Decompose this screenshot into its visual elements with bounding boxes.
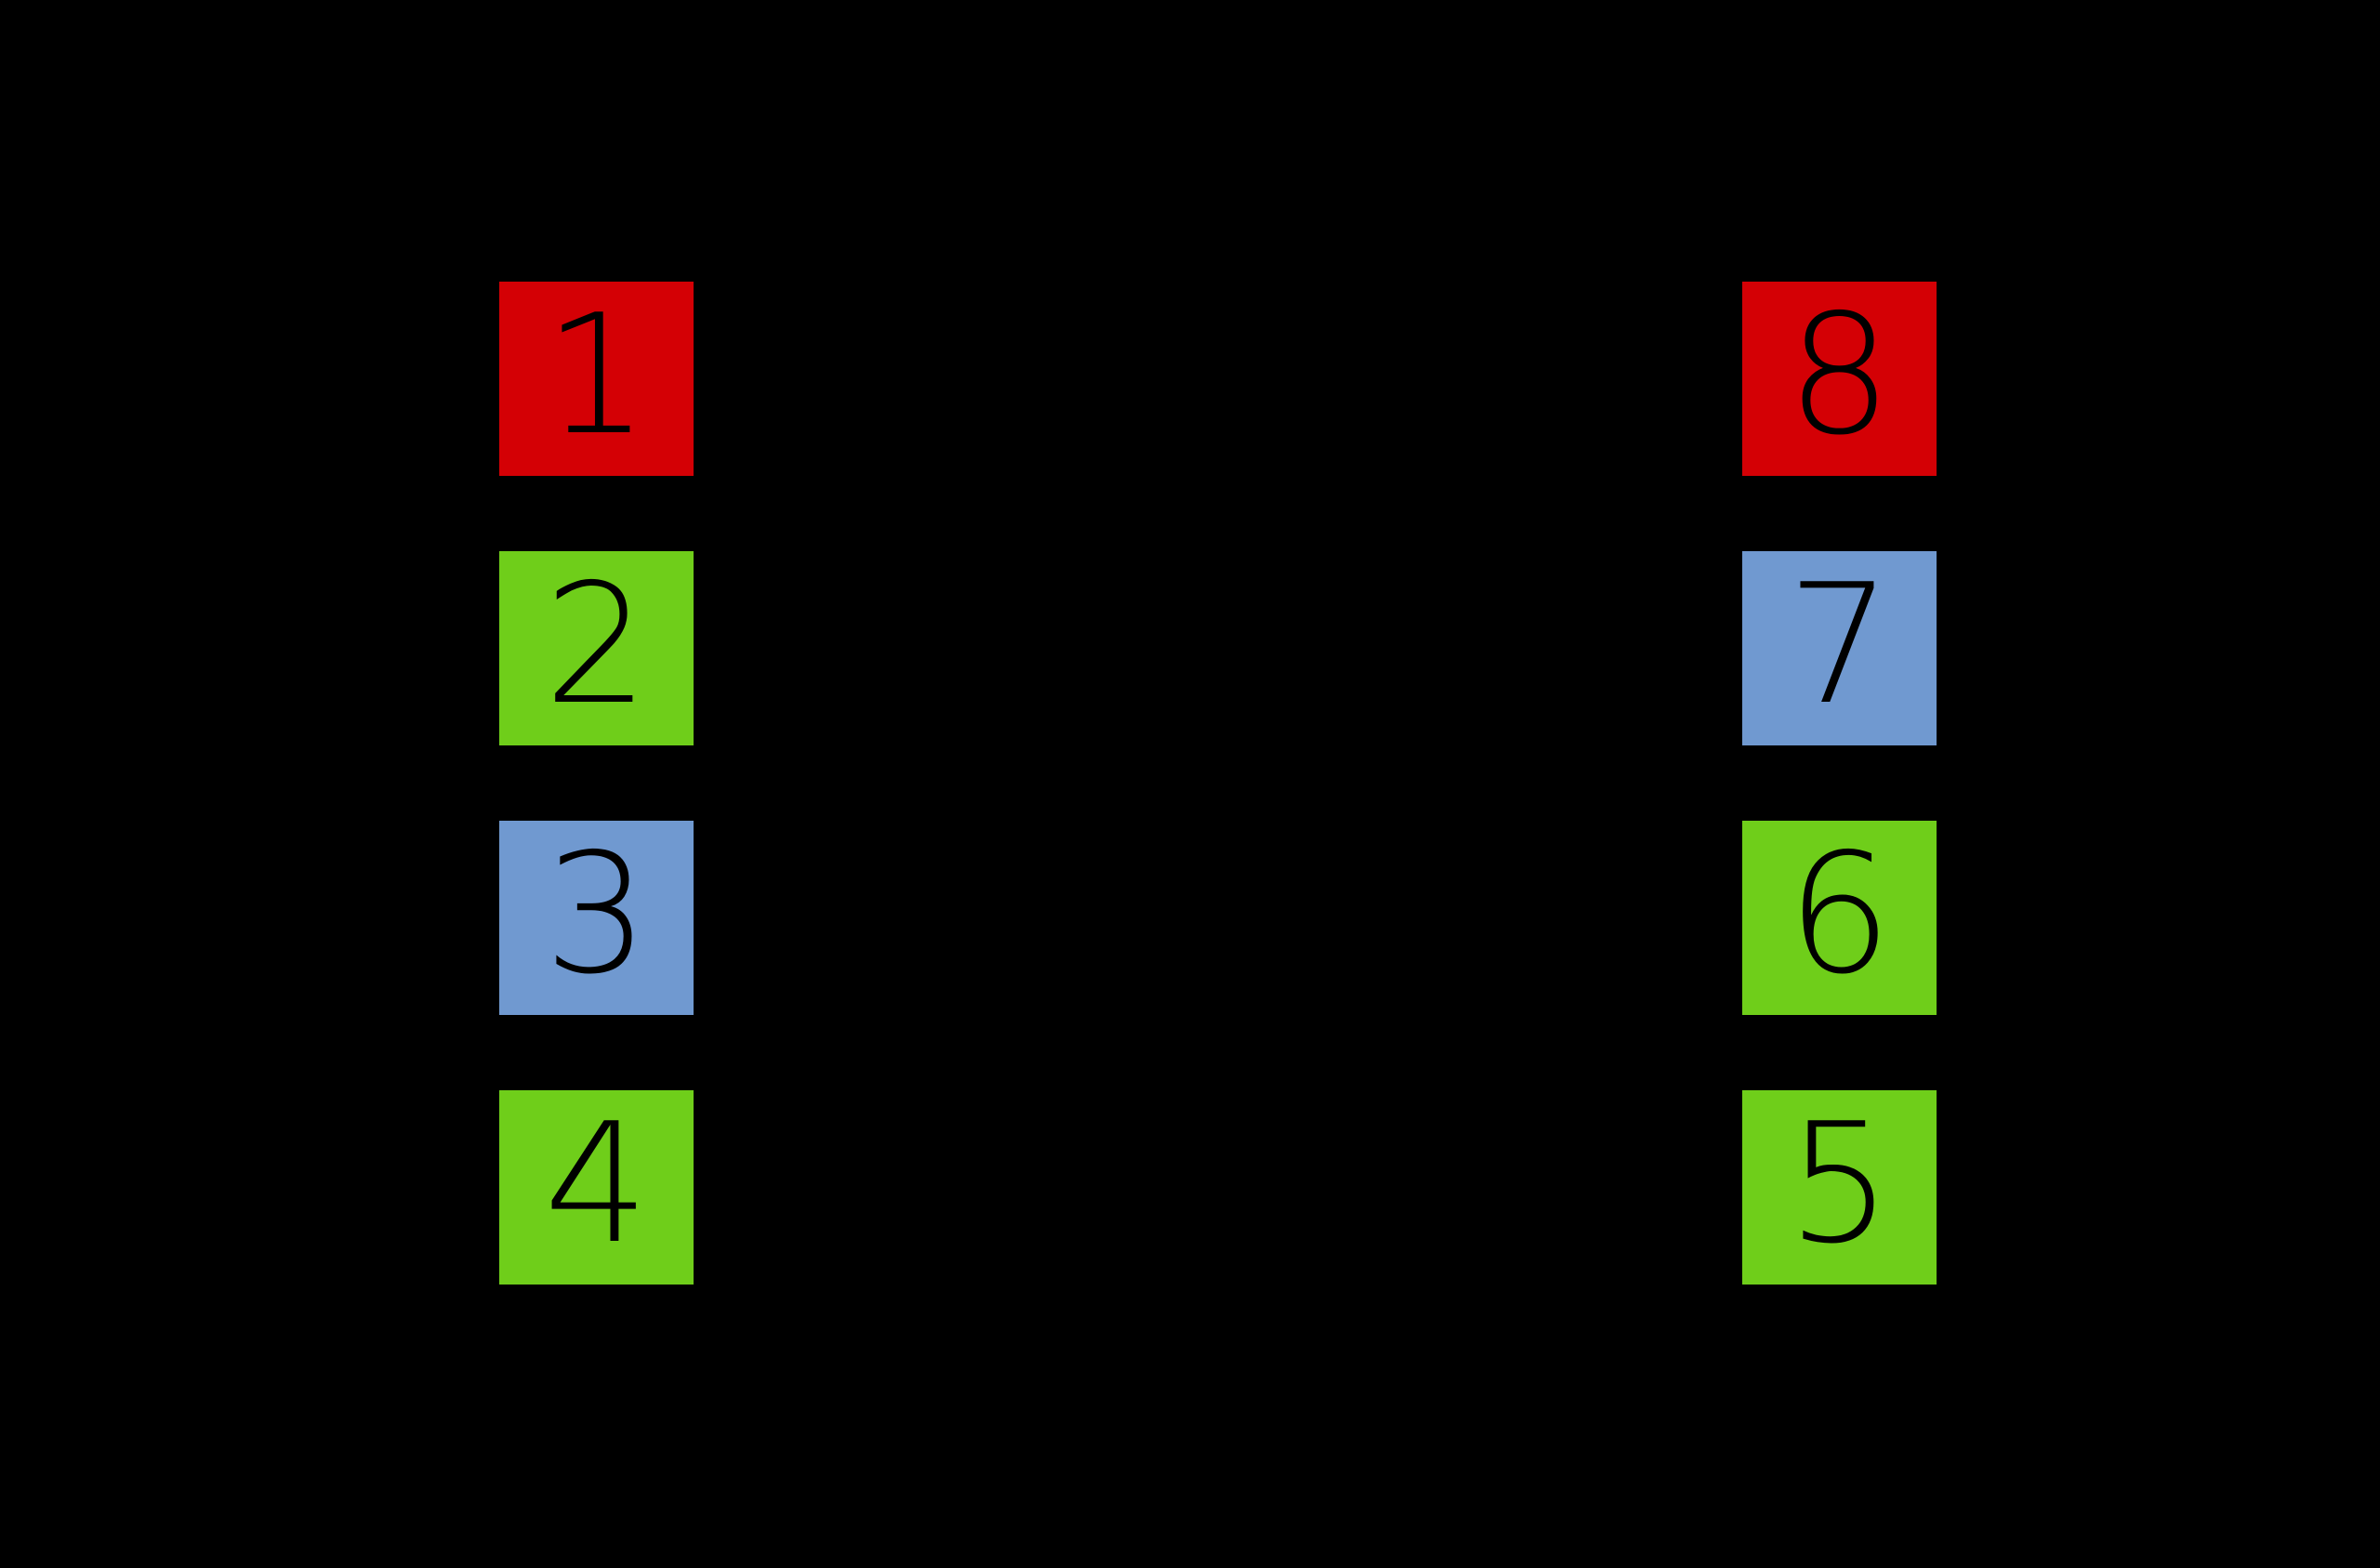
tile-4-label: 4 [543, 1087, 650, 1280]
tile-6-label: 6 [1786, 817, 1893, 1010]
tile-8-label: 8 [1786, 278, 1893, 471]
tile-7-label: 7 [1786, 547, 1893, 741]
right-tile-column: 8 7 6 5 [1742, 0, 1937, 1568]
tile-5[interactable]: 5 [1742, 1090, 1937, 1285]
tile-3[interactable]: 3 [499, 821, 694, 1015]
tile-1-label: 1 [543, 278, 650, 471]
tile-3-label: 3 [543, 817, 650, 1010]
tile-2[interactable]: 2 [499, 551, 694, 745]
tile-4[interactable]: 4 [499, 1090, 694, 1285]
left-tile-column: 1 2 3 4 [499, 0, 694, 1568]
tile-7[interactable]: 7 [1742, 551, 1937, 745]
tile-6[interactable]: 6 [1742, 821, 1937, 1015]
tile-1[interactable]: 1 [499, 282, 694, 476]
tile-8[interactable]: 8 [1742, 282, 1937, 476]
tile-5-label: 5 [1786, 1087, 1893, 1280]
tile-2-label: 2 [543, 547, 650, 741]
